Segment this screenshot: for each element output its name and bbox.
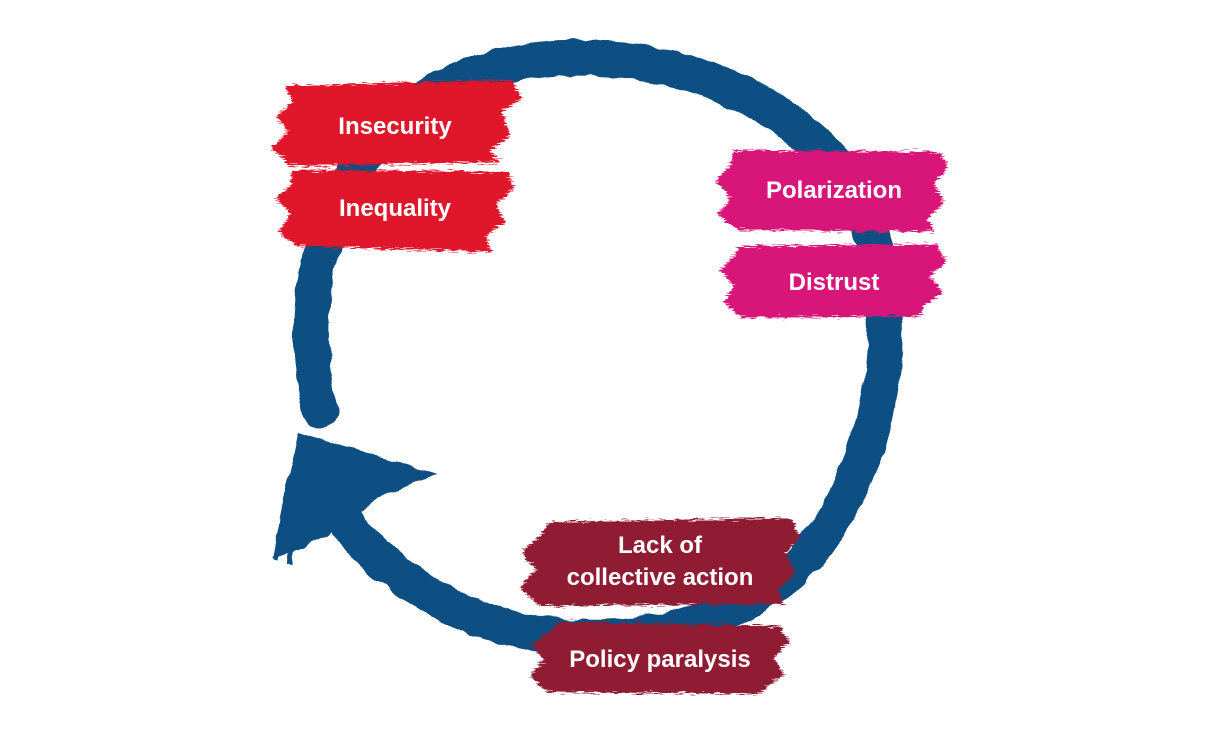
label-text-polarization: Polarization [766, 177, 902, 204]
arrowhead-streak [272, 439, 315, 566]
label-insecurity: Insecurity [272, 80, 522, 166]
label-distrust: Distrust [720, 244, 946, 318]
brush-stroke-inequality [276, 170, 514, 252]
label-polarization: Polarization [716, 150, 948, 232]
brush-stroke-lack-of-collective-action [520, 518, 800, 606]
brush-stroke-polarization [716, 150, 948, 232]
label-text-policy-paralysis: Policy paralysis [569, 646, 750, 673]
label-text-inequality: Inequality [339, 195, 452, 222]
label-text-insecurity: Insecurity [338, 113, 452, 140]
brush-stroke-distrust [720, 244, 946, 318]
label-lack-of-collective-action: Lack of collective action [520, 518, 800, 606]
brush-stroke-insecurity [272, 80, 522, 166]
brush-stroke-policy-paralysis [530, 622, 790, 694]
label-policy-paralysis: Policy paralysis [530, 622, 790, 694]
label-text-collective-action: collective action [567, 564, 754, 591]
label-inequality: Inequality [276, 170, 514, 252]
label-text-distrust: Distrust [789, 269, 880, 296]
label-text-lack-of: Lack of [618, 532, 703, 559]
arrowhead-icon [272, 432, 436, 558]
